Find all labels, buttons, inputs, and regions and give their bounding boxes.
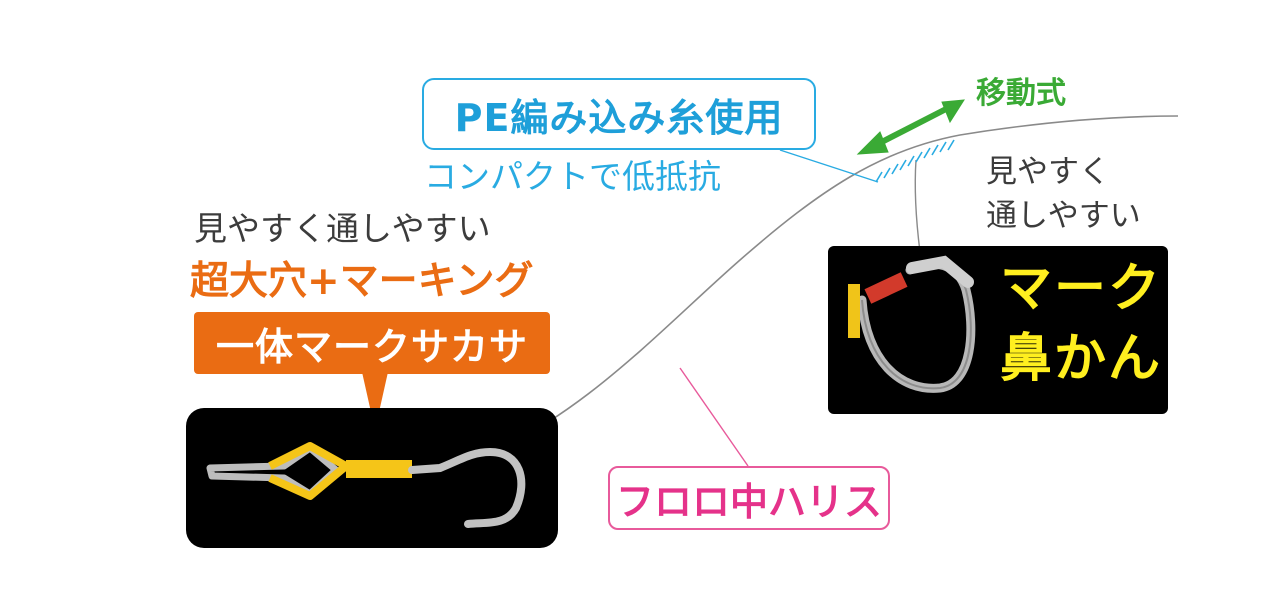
- right-caption: 見やすく 通しやすい: [986, 150, 1141, 238]
- pe-leader-line: [779, 149, 879, 183]
- right-caption-line2: 通しやすい: [986, 198, 1141, 234]
- left-feature-label: 超大穴+マーキング: [190, 259, 534, 304]
- fluorocarbon-callout: フロロ中ハリス: [608, 466, 890, 530]
- move-arrow-icon: [856, 99, 965, 155]
- pe-braided-callout: PE編み込み糸使用: [422, 78, 816, 150]
- pe-braided-label: PE編み込み糸使用: [454, 95, 784, 140]
- right-caption-line1: 見やすく: [986, 154, 1110, 190]
- right-title-line1: マーク: [1000, 259, 1163, 319]
- left-caption: 見やすく通しやすい: [194, 209, 491, 248]
- main-line: [469, 115, 1179, 463]
- reverse-hook-badge-label: 一体マークサカサ: [215, 324, 528, 369]
- compact-label: コンパクトで低抵抗: [424, 157, 721, 196]
- fluoro-leader-line: [679, 367, 749, 467]
- mark-nose-ring-title: マーク 鼻かん: [1000, 254, 1162, 394]
- nose-ring-panel: [828, 246, 1168, 414]
- reverse-hook-badge: 一体マークサカサ: [194, 312, 550, 374]
- nose-ring-line: [914, 159, 921, 253]
- fluorocarbon-label: フロロ中ハリス: [615, 479, 882, 524]
- braided-hatch: [875, 139, 955, 183]
- right-title-line2: 鼻かん: [1000, 329, 1163, 389]
- movable-label: 移動式: [976, 76, 1066, 111]
- badge-pointer: [362, 372, 388, 430]
